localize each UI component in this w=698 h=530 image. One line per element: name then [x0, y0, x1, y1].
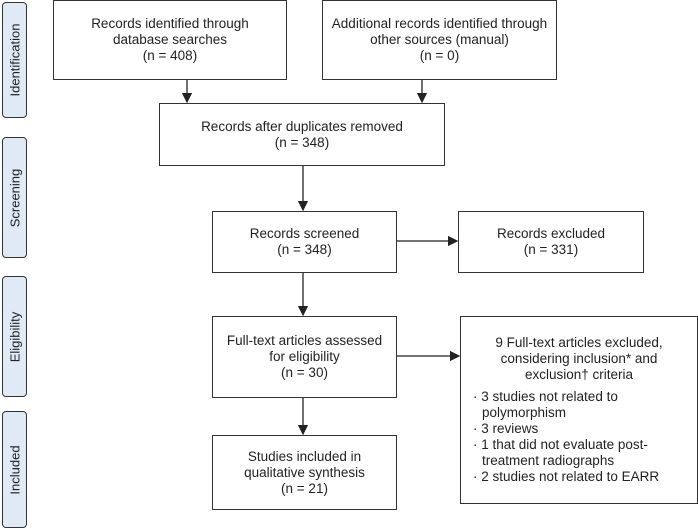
list-item: · 1 that did not evaluate post-treatment… [473, 437, 648, 468]
exclusion-list: · 3 studies not related to polymorphism … [473, 389, 697, 485]
box-records-screened: Records screened(n = 348) [212, 211, 397, 273]
text: other sources (manual) [370, 32, 509, 47]
box-fulltext-excluded: 9 Full-text articles excluded,considerin… [460, 316, 698, 504]
list-item: · 2 studies not related to EARR [473, 469, 660, 484]
text: Full-text articles assessed [226, 333, 383, 348]
text: (n = 348) [277, 242, 332, 257]
text: Records screened [249, 226, 360, 241]
text: Studies included in [247, 448, 362, 464]
text: Records identified through [91, 16, 249, 31]
text: for eligibility [269, 349, 340, 364]
stage-included: Included [2, 411, 27, 528]
list-item: · 3 reviews [473, 421, 539, 436]
text: (n = 331) [523, 242, 579, 257]
text: database searches [112, 32, 228, 47]
box-after-duplicates: Records after duplicates removed(n = 348… [159, 103, 445, 166]
text: Records after duplicates removed [201, 118, 403, 134]
text: (n = 30) [281, 365, 328, 380]
text: (n = 21) [281, 480, 328, 496]
box-records-excluded: Records excluded(n = 331) [458, 211, 644, 273]
stage-identification: Identification [2, 2, 27, 118]
stage-screening: Screening [2, 137, 27, 258]
text: 9 Full-text articles excluded, [495, 335, 663, 350]
text: Records excluded [496, 226, 606, 241]
text: Additional records identified through [331, 16, 548, 31]
text: considering inclusion* and [500, 351, 658, 366]
text: (n = 408) [142, 48, 198, 63]
list-item: · 3 studies not related to polymorphism [473, 389, 618, 420]
text: exclusion† criteria [524, 367, 634, 382]
text: qualitative synthesis [244, 464, 365, 480]
text: (n = 348) [274, 134, 330, 150]
stage-eligibility: Eligibility [2, 276, 27, 397]
text: (n = 0) [419, 48, 460, 63]
